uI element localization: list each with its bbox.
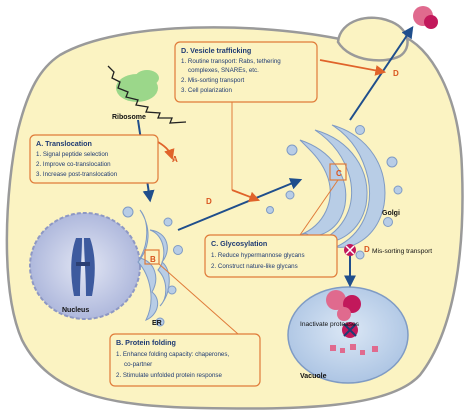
connector-b: [158, 263, 239, 335]
golgi-label: Golgi: [382, 210, 400, 217]
marker-b: B: [150, 255, 156, 264]
vesicle-item-1: 1. Routine transport: Rabs, tethering: [181, 58, 281, 65]
vacuole: [287, 286, 409, 384]
highlight-er-b: [144, 249, 160, 265]
protease-cluster-icon: [326, 290, 361, 321]
arrow-step-d-golgi: [231, 189, 261, 202]
glycosylation-item-2: 2. Construct nature-like glycans: [211, 263, 298, 270]
translocation-item-3: 3. Increase post-translocation: [36, 171, 118, 178]
inhibition-icon: [342, 322, 358, 338]
marker-d-vacuole: D: [364, 245, 370, 254]
arrow-step-d-secretion: [319, 59, 387, 76]
glycosylation-title: C. Glycosylation: [211, 239, 267, 248]
translocation-item-2: 2. Improve co-translocation: [36, 161, 111, 168]
golgi: [266, 124, 403, 260]
vacuole-label: Vacuole: [300, 373, 327, 380]
secreted-protein-icon: [413, 6, 438, 29]
translocation-title: A. Translocation: [36, 139, 92, 148]
folding-item-1b: co-partner: [124, 361, 152, 368]
folding-title: B. Protein folding: [116, 338, 176, 347]
glycosylation-item-1: 1. Reduce hypermannose glycans: [211, 252, 305, 259]
vesicle-title: D. Vesicle trafficking: [181, 46, 251, 55]
nucleus: [29, 212, 141, 320]
block-icon: [344, 244, 356, 256]
translocation-item-1: 1. Signal peptide selection: [36, 151, 109, 158]
er: [122, 206, 183, 327]
folding-item-1: 1. Enhance folding capacity: chaperones,: [116, 351, 229, 358]
protein-folding-box: B. Protein folding 1. Enhance folding ca…: [109, 333, 261, 387]
marker-d-er: D: [206, 197, 212, 206]
nucleus-label: Nucleus: [62, 307, 89, 314]
vesicle-trafficking-box: D. Vesicle trafficking 1. Routine transp…: [174, 41, 318, 103]
cell-bud: [336, 16, 409, 62]
mis-sorting-label: Mis-sorting transport: [372, 248, 432, 255]
ribosome-label: Ribosome: [112, 114, 146, 121]
glycosylation-box: C. Glycosylation 1. Reduce hypermannose …: [204, 234, 338, 278]
vesicle-item-1b: complexes, SNAREs, etc.: [188, 67, 259, 74]
arrow-step-a: [157, 141, 175, 161]
translocation-box: A. Translocation 1. Signal peptide selec…: [29, 134, 159, 184]
degraded-protein-icon: [330, 344, 378, 355]
er-label: ER: [152, 320, 162, 327]
chromosome-icon: [71, 238, 95, 296]
marker-d-golgi: D: [393, 69, 399, 78]
ribosome: [107, 65, 187, 124]
folding-item-2: 2. Stimulate unfolded protein response: [116, 372, 223, 379]
arrow-er-to-golgi: [177, 178, 303, 231]
connector-c: [299, 179, 339, 236]
vesicle-item-3: 3. Cell polarization: [181, 87, 232, 94]
marker-a: A: [172, 155, 178, 164]
vesicle-item-2: 2. Mis-sorting transport: [181, 77, 245, 84]
inactivate-proteases-label: Inactivate proteases: [300, 321, 360, 328]
marker-c: C: [336, 169, 342, 178]
